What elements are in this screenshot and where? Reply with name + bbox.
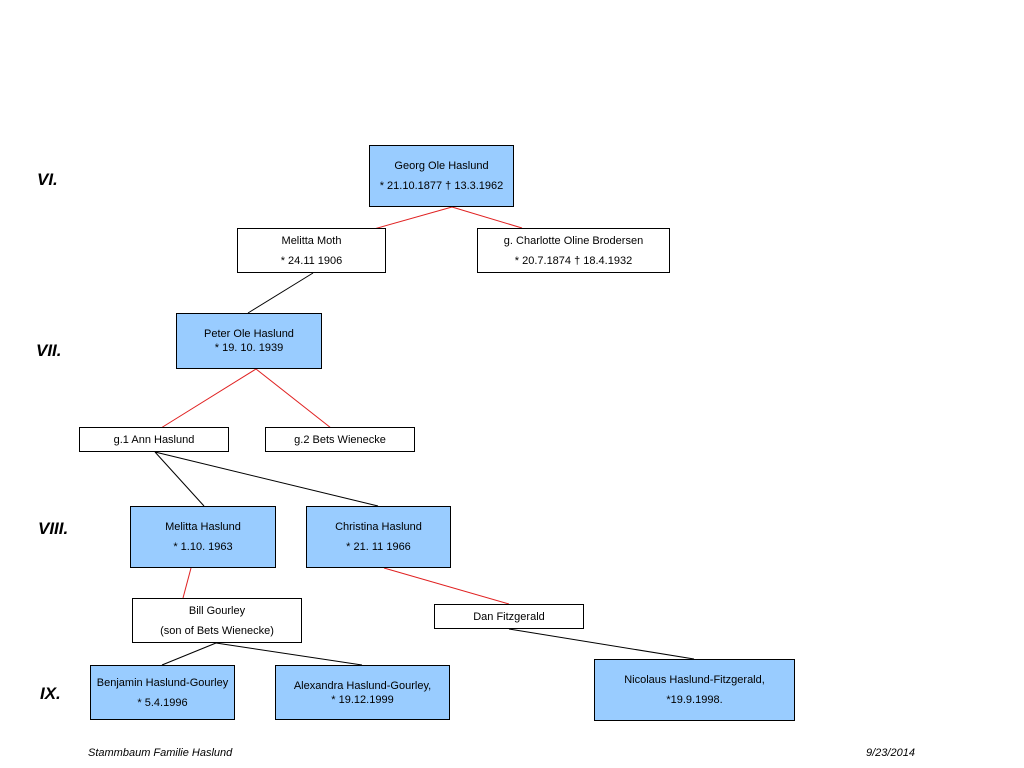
person-name: Melitta Moth <box>281 234 342 247</box>
generation-label-vi: VI. <box>37 170 58 189</box>
descent-line-bill-benjamin <box>161 642 217 666</box>
person-dan-fitzgerald: Dan Fitzgerald <box>434 604 584 629</box>
person-name: Nicolaus Haslund-Fitzgerald, <box>624 674 765 686</box>
marriage-line-christina-dan <box>383 567 510 605</box>
footer-title: Stammbaum Familie Haslund <box>88 747 233 759</box>
person-nicolaus-haslund-fitzgerald: Nicolaus Haslund-Fitzgerald, *19.9.1998. <box>594 659 795 721</box>
person-melitta-haslund: Melitta Haslund * 1.10. 1963 <box>130 506 276 568</box>
person-dates: * 5.4.1996 <box>137 696 188 709</box>
marriage-line-peter-bets <box>255 368 332 429</box>
generation-label-ix: IX. <box>40 684 61 703</box>
person-peter-ole-haslund: Peter Ole Haslund * 19. 10. 1939 <box>176 313 322 369</box>
person-name: Melitta Haslund <box>165 521 241 533</box>
person-alexandra-haslund-gourley: Alexandra Haslund-Gourley, * 19.12.1999 <box>275 665 450 720</box>
person-dates: * 20.7.1874 † 18.4.1932 <box>514 254 633 267</box>
generation-label-vii: VII. <box>36 341 62 360</box>
person-note: (son of Bets Wienecke) <box>160 624 274 637</box>
person-melitta-moth: Melitta Moth * 24.11 1906 <box>237 228 386 273</box>
marriage-line-georg-melitta <box>373 206 453 230</box>
person-name: g. Charlotte Oline Brodersen <box>503 234 644 247</box>
person-dates: * 19. 10. 1939 <box>214 342 284 354</box>
descent-line-ann-christina <box>154 451 379 507</box>
person-dates: * 24.11 1906 <box>280 254 343 267</box>
marriage-line-melitta-bill <box>182 567 192 599</box>
person-name: g.2 Bets Wienecke <box>294 433 386 446</box>
descent-line-melitta-peter <box>247 272 314 314</box>
person-dates: * 19.12.1999 <box>331 693 394 706</box>
person-bets-wienecke: g.2 Bets Wienecke <box>265 427 415 452</box>
person-name: Alexandra Haslund-Gourley, <box>293 679 432 692</box>
person-name: Peter Ole Haslund <box>204 328 294 340</box>
person-charlotte-oline-brodersen: g. Charlotte Oline Brodersen * 20.7.1874… <box>477 228 670 273</box>
person-christina-haslund: Christina Haslund * 21. 11 1966 <box>306 506 451 568</box>
person-name: g.1 Ann Haslund <box>113 433 195 446</box>
person-name: Bill Gourley <box>188 604 246 617</box>
person-dates: * 21.10.1877 † 13.3.1962 <box>379 180 504 192</box>
person-dates: * 1.10. 1963 <box>173 541 233 553</box>
person-dates: *19.9.1998. <box>666 694 723 706</box>
person-name: Georg Ole Haslund <box>394 160 489 172</box>
person-georg-ole-haslund: Georg Ole Haslund * 21.10.1877 † 13.3.19… <box>369 145 514 207</box>
descent-line-ann-melitta <box>154 451 205 507</box>
footer-date: 9/23/2014 <box>866 747 915 759</box>
person-bill-gourley: Bill Gourley (son of Bets Wienecke) <box>132 598 302 643</box>
person-name: Christina Haslund <box>335 521 422 533</box>
person-name: Benjamin Haslund-Gourley <box>96 676 229 689</box>
person-ann-haslund: g.1 Ann Haslund <box>79 427 229 452</box>
marriage-line-georg-charlotte <box>451 206 523 229</box>
generation-label-viii: VIII. <box>38 519 69 538</box>
person-benjamin-haslund-gourley: Benjamin Haslund-Gourley * 5.4.1996 <box>90 665 235 720</box>
person-name: Dan Fitzgerald <box>473 610 545 623</box>
person-dates: * 21. 11 1966 <box>346 541 411 553</box>
marriage-line-peter-ann <box>160 368 257 429</box>
descent-line-dan-nicolaus <box>508 628 695 660</box>
descent-line-bill-alexandra <box>215 642 363 666</box>
